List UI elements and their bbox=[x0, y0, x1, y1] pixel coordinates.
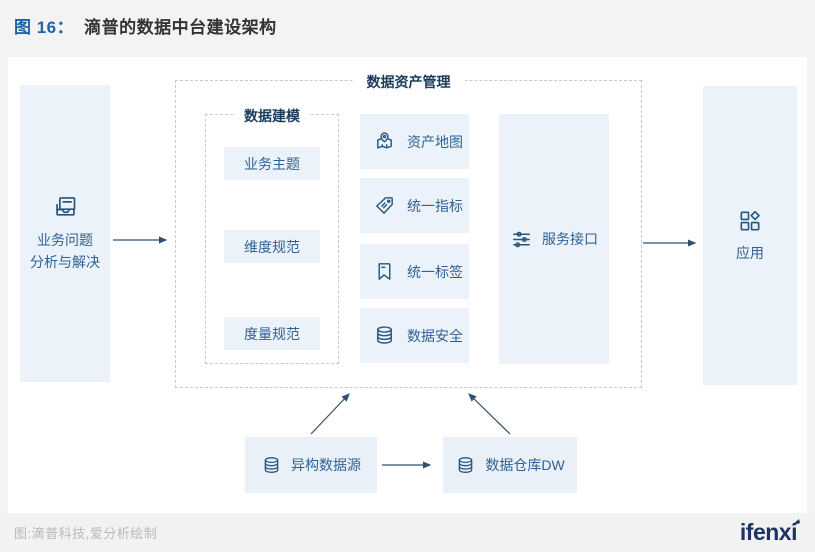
service-interface-label: 服务接口 bbox=[542, 231, 598, 247]
data-warehouse-box: 数据仓库DW bbox=[443, 437, 577, 493]
arrow-sources-to-platform bbox=[310, 393, 350, 435]
capability-label: 资产地图 bbox=[407, 133, 463, 150]
database-icon bbox=[455, 455, 476, 476]
model-item-measure-spec: 度量规范 bbox=[224, 317, 320, 350]
capability-asset-map: 资产地图 bbox=[360, 114, 469, 169]
page-title: 图 16： 滴普的数据中台建设架构 bbox=[14, 13, 277, 38]
figure-header: 图 16： 滴普的数据中台建设架构 bbox=[0, 0, 815, 57]
data-modeling-container: 数据建模 业务主题 维度规范 度量规范 bbox=[205, 106, 339, 364]
arrow-warehouse-to-platform bbox=[468, 393, 511, 435]
map-pin-icon bbox=[373, 130, 396, 153]
database-icon bbox=[373, 324, 396, 347]
application-label: 应用 bbox=[736, 245, 764, 261]
business-problem-box: 业务问题 分析与解决 bbox=[20, 85, 110, 382]
data-modeling-title: 数据建模 bbox=[234, 106, 310, 126]
figure-footer: 图:滴普科技,爱分析绘制 ifenxi bbox=[0, 513, 815, 552]
bookmark-icon bbox=[373, 260, 396, 283]
source-caption: 图:滴普科技,爱分析绘制 bbox=[14, 526, 158, 541]
tag-icon bbox=[373, 194, 396, 217]
business-problem-label: 业务问题 分析与解决 bbox=[30, 231, 100, 270]
document-tray-icon bbox=[52, 194, 79, 221]
model-item-dimension-spec: 维度规范 bbox=[224, 230, 320, 263]
application-box: 应用 bbox=[703, 86, 797, 385]
model-item-business-theme: 业务主题 bbox=[224, 147, 320, 180]
ifenxi-logo: ifenxi bbox=[739, 519, 798, 545]
logo-flag-icon bbox=[791, 519, 800, 526]
capability-label: 统一标签 bbox=[407, 263, 463, 280]
capability-label: 统一指标 bbox=[407, 197, 463, 214]
data-asset-management-container: 数据资产管理 数据建模 业务主题 维度规范 度量规范 资产地 bbox=[175, 72, 642, 388]
data-asset-management-title: 数据资产管理 bbox=[352, 72, 465, 92]
figure-title-text: 滴普的数据中台建设架构 bbox=[84, 18, 277, 37]
sliders-icon bbox=[510, 228, 533, 251]
apps-grid-icon bbox=[737, 208, 763, 234]
data-warehouse-label: 数据仓库DW bbox=[485, 457, 565, 473]
figure-number-label: 图 16： bbox=[14, 18, 75, 37]
capability-label: 数据安全 bbox=[407, 327, 463, 344]
service-interface-box: 服务接口 bbox=[499, 114, 609, 364]
heterogeneous-sources-box: 异构数据源 bbox=[245, 437, 377, 493]
database-icon bbox=[261, 455, 282, 476]
capability-unified-tags: 统一标签 bbox=[360, 244, 469, 299]
heterogeneous-sources-label: 异构数据源 bbox=[291, 457, 361, 473]
capability-unified-metrics: 统一指标 bbox=[360, 178, 469, 233]
diagram-canvas: 业务问题 分析与解决 数据资产管理 数据建模 业务主题 维度规范 度量规范 bbox=[8, 57, 807, 513]
capability-data-security: 数据安全 bbox=[360, 308, 469, 363]
